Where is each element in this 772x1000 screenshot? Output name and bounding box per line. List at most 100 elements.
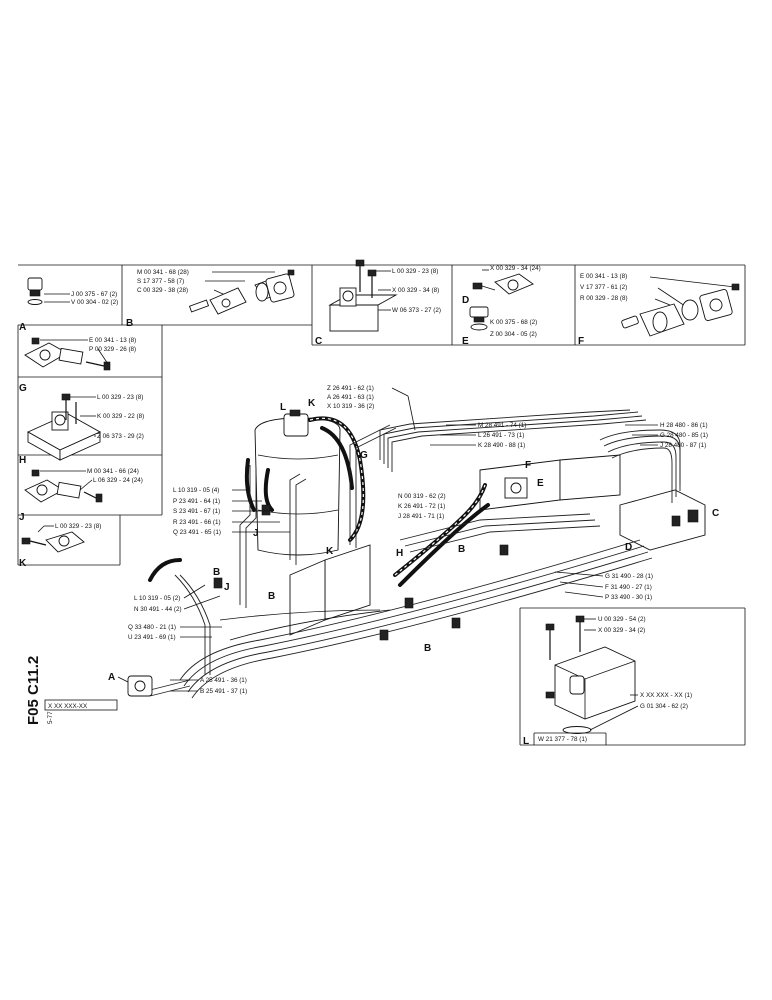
inset-a: J 00 375 - 67 (2) V 00 304 - 02 (2) A B bbox=[19, 277, 133, 333]
inset-d: X 00 329 - 34 (24) K 00 375 - 68 (2) Z 0… bbox=[462, 265, 541, 347]
letter-l: L bbox=[523, 736, 529, 747]
callouts-lower-right: G 31 490 - 28 (1) F 31 490 - 27 (1) P 33… bbox=[554, 571, 653, 601]
callout-k: K 28 490 - 88 (1) bbox=[478, 442, 525, 449]
main-letter-b4: B bbox=[424, 643, 431, 654]
label-f-2: V 17 377 - 61 (2) bbox=[580, 284, 627, 291]
label-c-1: L 00 329 - 23 (8) bbox=[392, 268, 438, 275]
callout-z: Z 26 491 - 62 (1) bbox=[327, 385, 374, 392]
main-letter-k2: K bbox=[326, 546, 334, 557]
main-letter-b2: B bbox=[213, 567, 220, 578]
main-letter-l: L bbox=[280, 402, 286, 413]
label-d-2: K 00 375 - 68 (2) bbox=[490, 319, 537, 326]
callout-f3: F 31 490 - 27 (1) bbox=[605, 584, 652, 591]
main-letter-b3: B bbox=[268, 591, 275, 602]
inset-g: E 00 341 - 13 (8) P 00 329 - 26 (8) G bbox=[19, 337, 136, 394]
inset-l: U 00 329 - 54 (2) X 00 329 - 34 (2) X XX… bbox=[519, 607, 746, 747]
callout-j: J 28 480 - 87 (1) bbox=[660, 442, 706, 449]
label-l-5: W 21 377 - 78 (1) bbox=[538, 736, 587, 743]
main-letter-f: F bbox=[525, 460, 531, 471]
callout-l4: L 10 319 - 05 (4) bbox=[173, 487, 219, 494]
letter-h: H bbox=[19, 455, 26, 466]
callout-a: A 26 491 - 63 (1) bbox=[327, 394, 374, 401]
callouts-lower: Q 33 480 - 21 (1) U 23 491 - 69 (1) bbox=[128, 624, 222, 641]
callout-b6: B 25 491 - 37 (1) bbox=[200, 688, 247, 695]
callout-n2: N 30 491 - 44 (2) bbox=[134, 606, 182, 613]
label-b-1: M 00 341 - 68 (28) bbox=[137, 269, 189, 276]
label-j-1: M 00 341 - 66 (24) bbox=[87, 468, 139, 475]
main-assembly bbox=[219, 409, 706, 641]
main-letter-j2: J bbox=[224, 582, 230, 593]
label-b-3: C 00 329 - 38 (28) bbox=[137, 287, 188, 294]
inset-j: M 00 341 - 66 (24) L 06 329 - 24 (24) J bbox=[19, 468, 143, 523]
callout-l: L 26 491 - 73 (1) bbox=[478, 432, 524, 439]
inset-b: M 00 341 - 68 (28) S 17 377 - 58 (7) C 0… bbox=[137, 269, 295, 315]
label-l-3: X XX XXX - XX (1) bbox=[640, 692, 692, 699]
main-letter-j: J bbox=[253, 528, 259, 539]
callout-q4: Q 23 491 - 65 (1) bbox=[173, 529, 221, 536]
callout-r4: R 23 491 - 66 (1) bbox=[173, 519, 221, 526]
letter-f: F bbox=[578, 336, 584, 347]
callout-q5: Q 33 480 - 21 (1) bbox=[128, 624, 176, 631]
callout-j2: J 28 491 - 71 (1) bbox=[398, 513, 444, 520]
label-a-2: V 00 304 - 02 (2) bbox=[71, 299, 118, 306]
label-h-1: L 00 329 - 23 (8) bbox=[97, 394, 143, 401]
callouts-left: L 10 319 - 05 (4) P 23 491 - 64 (1) S 23… bbox=[173, 487, 431, 654]
label-g-2: P 00 329 - 26 (8) bbox=[89, 346, 136, 353]
label-f-1: E 00 341 - 13 (8) bbox=[580, 273, 627, 280]
label-b-2: S 17 377 - 58 (7) bbox=[137, 278, 184, 285]
hydraulic-hoses bbox=[148, 416, 490, 587]
main-letter-h: H bbox=[396, 548, 403, 559]
inset-strip-top bbox=[18, 264, 746, 346]
callout-p3: P 33 490 - 30 (1) bbox=[605, 594, 652, 601]
letter-k: K bbox=[19, 558, 27, 569]
callouts-top: Z 26 491 - 62 (1) A 26 491 - 63 (1) X 10… bbox=[280, 385, 416, 431]
label-j-2: L 06 329 - 24 (24) bbox=[93, 477, 143, 484]
letter-b: B bbox=[126, 318, 133, 329]
pipe-bundles bbox=[127, 409, 681, 699]
main-letter-g: G bbox=[360, 450, 368, 461]
label-k-1: L 00 329 - 23 (8) bbox=[55, 523, 101, 530]
callout-l2: L 10 319 - 05 (2) bbox=[134, 595, 180, 602]
label-d-3: Z 00 304 - 05 (2) bbox=[490, 331, 537, 338]
letter-c: C bbox=[315, 336, 322, 347]
main-letter-c: C bbox=[712, 508, 719, 519]
label-d-1: X 00 329 - 34 (24) bbox=[490, 265, 541, 272]
callout-g3: G 31 490 - 28 (1) bbox=[605, 573, 653, 580]
callout-u5: U 23 491 - 69 (1) bbox=[128, 634, 176, 641]
label-f-3: R 00 329 - 28 (8) bbox=[580, 295, 628, 302]
main-letter-e: E bbox=[537, 478, 544, 489]
main-letter-k: K bbox=[308, 398, 316, 409]
callout-g: G 28 480 - 85 (1) bbox=[660, 432, 708, 439]
letter-g: G bbox=[19, 383, 27, 394]
callout-m: M 28 491 - 74 (1) bbox=[478, 422, 526, 429]
label-c-3: W 06 373 - 27 (2) bbox=[392, 307, 441, 314]
sheet-reference: F05 C11.2 X XX XXX-XX 5-77 bbox=[25, 656, 118, 725]
main-letter-d: D bbox=[625, 542, 632, 553]
letter-a: A bbox=[19, 322, 26, 333]
callout-h: H 28 480 - 86 (1) bbox=[660, 422, 708, 429]
letter-d: D bbox=[462, 295, 469, 306]
part-ref: X XX XXX-XX bbox=[48, 703, 88, 710]
callout-a6: A 25 491 - 36 (1) bbox=[200, 677, 247, 684]
callouts-hose: L 10 319 - 05 (2) N 30 491 - 44 (2) bbox=[134, 584, 221, 613]
inset-c: L 00 329 - 23 (8) X 00 329 - 34 (8) W 06… bbox=[315, 259, 441, 347]
label-h-3: Z 06 373 - 29 (2) bbox=[97, 433, 144, 440]
label-l-2: X 00 329 - 34 (2) bbox=[598, 627, 645, 634]
letter-j: J bbox=[19, 512, 25, 523]
label-c-2: X 00 329 - 34 (8) bbox=[392, 287, 439, 294]
callouts-middle: M 28 491 - 74 (1) L 26 491 - 73 (1) K 28… bbox=[360, 422, 544, 489]
main-letter-a: A bbox=[108, 672, 115, 683]
callouts-center: N 00 319 - 62 (2) K 26 491 - 72 (1) J 28… bbox=[326, 493, 465, 559]
callout-x: X 10 319 - 36 (2) bbox=[327, 403, 374, 410]
callout-k2: K 26 491 - 72 (1) bbox=[398, 503, 445, 510]
main-letter-b: B bbox=[458, 544, 465, 555]
label-a-1: J 00 375 - 67 (2) bbox=[71, 291, 117, 298]
inset-k: L 00 329 - 23 (8) K bbox=[19, 523, 101, 569]
inset-column-left bbox=[17, 325, 163, 566]
label-g-1: E 00 341 - 13 (8) bbox=[89, 337, 136, 344]
label-l-1: U 00 329 - 54 (2) bbox=[598, 616, 646, 623]
label-h-2: K 00 329 - 22 (8) bbox=[97, 413, 144, 420]
inset-h: L 00 329 - 23 (8) K 00 329 - 22 (8) Z 06… bbox=[19, 393, 144, 466]
callout-s4: S 23 491 - 67 (1) bbox=[173, 508, 220, 515]
